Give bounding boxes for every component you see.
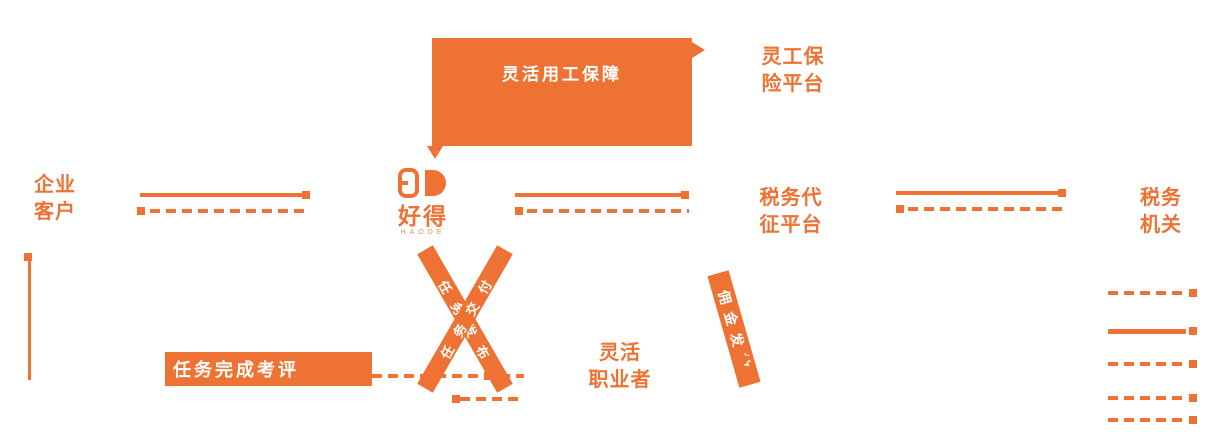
enterprise-line2: 客户 (34, 201, 76, 223)
legend-dashed-line-3 (1108, 396, 1186, 400)
brand-logo: 好得 HAODE (383, 168, 463, 237)
legend-dashed-line-4 (1108, 418, 1186, 422)
connector-square (484, 372, 492, 380)
connector-square (681, 191, 689, 199)
enterprise-node: 企业 客户 (24, 172, 86, 226)
connector-square (1189, 416, 1197, 424)
task-eval-label: 任务完成考评 (173, 360, 299, 380)
connector-square (24, 253, 32, 261)
task-eval-bar: 任务完成考评 (165, 352, 372, 386)
flow-line-dashed (527, 209, 689, 213)
connector-square (1189, 360, 1197, 368)
tax-authority-line2: 机关 (1140, 214, 1182, 236)
brand-mark-icon (398, 168, 446, 198)
tax-agent-node: 税务代 征平台 (746, 185, 836, 239)
insurance-platform-line1: 灵工保 (761, 46, 825, 68)
legend-dashed-line-2 (1108, 362, 1186, 366)
enterprise-line1: 企业 (34, 174, 76, 196)
tax-authority-line1: 税务 (1140, 187, 1182, 209)
insurance-purchase-box: 灵活用工保障 (432, 38, 692, 146)
worker-line2: 职业者 (588, 369, 652, 391)
flow-line-dashed (150, 209, 310, 213)
flow-line-dashed (908, 207, 1066, 211)
flow-line-solid (140, 193, 304, 197)
insurance-platform-line2: 险平台 (761, 73, 825, 95)
connector-square (302, 191, 310, 199)
connector-square (1058, 189, 1066, 197)
tax-agent-line1: 税务代 (759, 187, 823, 209)
arrow-right-icon (692, 42, 705, 58)
connector-square (515, 207, 523, 215)
insurance-platform-node: 灵工保 险平台 (748, 44, 838, 98)
worker-node: 灵活 职业者 (578, 340, 662, 394)
flow-line-vertical (28, 260, 31, 380)
worker-line1: 灵活 (599, 342, 641, 364)
tax-agent-line2: 征平台 (759, 214, 823, 236)
connector-square (1189, 394, 1197, 402)
flow-line-solid (896, 191, 1060, 195)
connector-square (1189, 327, 1197, 335)
insurance-purchase-box-label: 灵活用工保障 (502, 65, 622, 84)
connector-square (137, 207, 145, 215)
flow-line-solid (515, 193, 683, 197)
brand-subtext: HAODE (400, 229, 446, 236)
flow-line-dashed (372, 374, 524, 378)
brand-name: 好得 (398, 203, 448, 229)
arrow-down-icon (427, 146, 443, 159)
legend-dashed-line-1 (1108, 291, 1186, 295)
legend-solid-line (1108, 329, 1186, 334)
flow-line-dashed (460, 397, 524, 401)
connector-square (452, 395, 460, 403)
tax-authority-node: 税务 机关 (1126, 185, 1196, 239)
connector-square (1189, 289, 1197, 297)
connector-square (896, 205, 904, 213)
